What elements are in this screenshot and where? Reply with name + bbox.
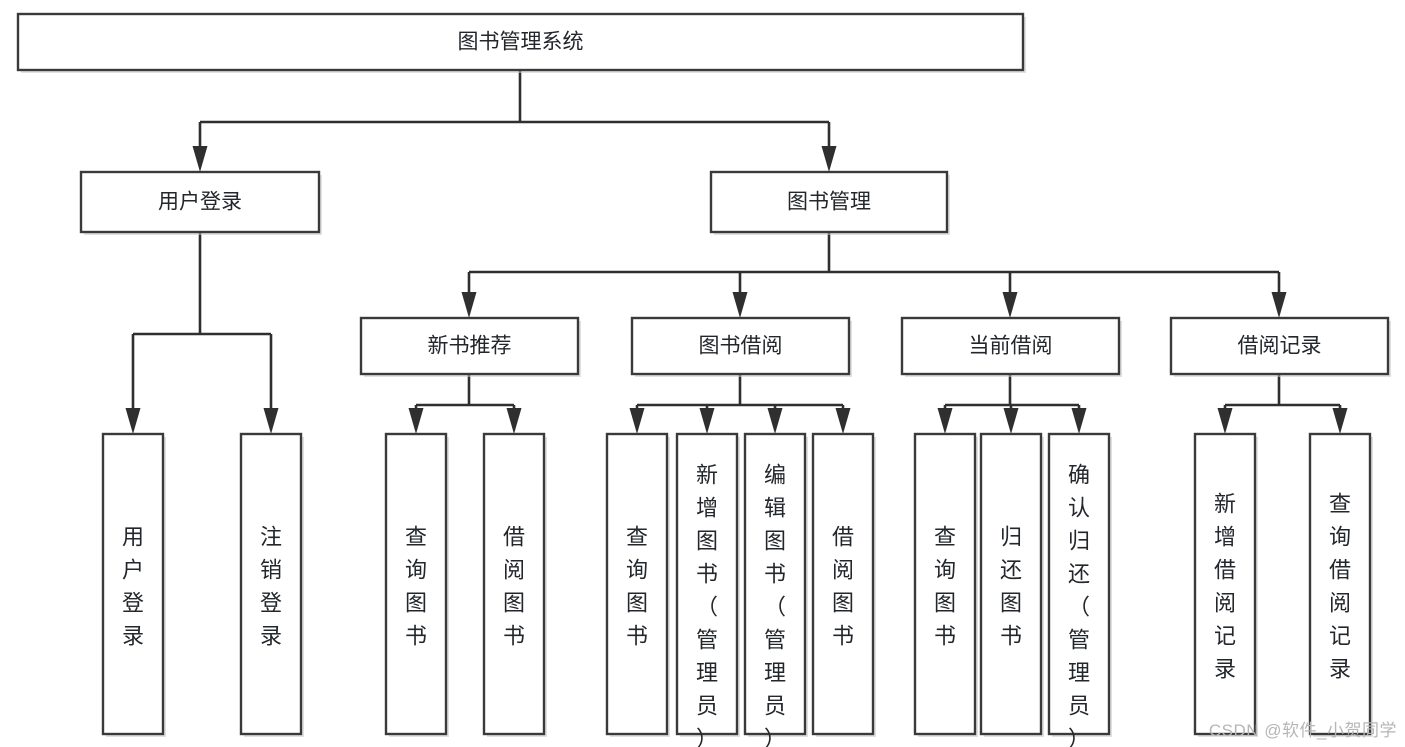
node-leaf-query-book-2[interactable]: 查询图书 [605,432,670,737]
arrow-head-icon [125,408,141,434]
arrow-head-icon [1217,408,1233,434]
node-box[interactable] [979,432,1043,736]
node-label: 借阅图书 [503,524,525,648]
node-user-login[interactable]: 用户登录 [79,170,322,235]
node-box[interactable] [79,170,321,234]
node-label: 借阅图书 [832,524,854,648]
arrow-head-icon [192,146,208,172]
node-box[interactable] [675,432,739,736]
arrow-head-icon [629,408,645,434]
node-leaf-borrow-book-1[interactable]: 借阅图书 [482,432,547,737]
watermark-label: CSDN @软件_小贺同学 [1208,721,1397,740]
node-leaf-logout[interactable]: 注销登录 [239,432,304,737]
connector-group-book-manage [461,232,1287,318]
node-layer: 图书管理系统用户登录图书管理新书推荐图书借阅当前借阅借阅记录用户登录注销登录查询… [16,12,1391,747]
node-label: 图书借阅 [699,335,783,358]
node-label: 查询图书 [405,524,427,648]
node-box[interactable] [913,432,977,736]
node-box[interactable] [1308,432,1372,736]
node-borrow-record[interactable]: 借阅记录 [1169,316,1391,377]
arrow-head-icon [1271,292,1287,318]
node-label: 注销登录 [260,524,282,648]
node-leaf-add-record[interactable]: 新增借阅记录 [1193,432,1258,737]
arrow-head-icon [408,408,424,434]
node-box[interactable] [900,316,1121,376]
node-leaf-edit-book[interactable]: 编辑图书（管理员） [743,432,808,747]
connector-group-user-login [125,232,279,434]
node-label: 用户登录 [158,191,242,214]
node-label: 图书管理 [787,191,871,214]
connector-group-current-borrow [937,374,1087,434]
arrow-head-icon [835,408,851,434]
node-label: 新增图书（管理员） [696,462,718,747]
node-leaf-add-book[interactable]: 新增图书（管理员） [675,432,740,747]
node-label: 确认归还（管理员） [1068,462,1090,747]
arrow-head-icon [821,146,837,172]
connector-group-borrow-record [1217,374,1348,434]
node-box[interactable] [709,170,949,234]
node-label: 新增借阅记录 [1214,491,1236,681]
arrow-head-icon [732,292,748,318]
node-label: 借阅记录 [1238,335,1322,358]
node-leaf-query-book-1[interactable]: 查询图书 [384,432,449,737]
arrow-head-icon [937,408,953,434]
node-root[interactable]: 图书管理系统 [16,12,1026,73]
connector-group-new-book-rec [408,374,522,434]
node-box[interactable] [1047,432,1111,736]
node-label: 查询图书 [626,524,648,648]
node-box[interactable] [743,432,807,736]
connector-layer [125,70,1348,434]
arrow-head-icon [1071,408,1087,434]
node-box[interactable] [482,432,546,736]
node-box[interactable] [630,316,851,376]
connector-group-book-borrow [629,374,851,434]
node-box[interactable] [384,432,448,736]
node-leaf-user-login[interactable]: 用户登录 [101,432,166,737]
node-leaf-borrow-book-2[interactable]: 借阅图书 [811,432,876,737]
arrow-head-icon [263,408,279,434]
node-current-borrow[interactable]: 当前借阅 [900,316,1122,377]
node-leaf-query-book-3[interactable]: 查询图书 [913,432,978,737]
node-box[interactable] [101,432,165,736]
node-label: 图书管理系统 [458,31,584,54]
node-box[interactable] [605,432,669,736]
node-label: 当前借阅 [969,335,1053,358]
node-book-borrow[interactable]: 图书借阅 [630,316,852,377]
node-box[interactable] [1193,432,1257,736]
node-leaf-confirm-return[interactable]: 确认归还（管理员） [1047,432,1112,747]
node-leaf-return-book[interactable]: 归还图书 [979,432,1044,737]
connector-group-root [192,70,837,172]
node-box[interactable] [239,432,303,736]
node-leaf-query-record[interactable]: 查询借阅记录 [1308,432,1373,737]
node-label: 新书推荐 [428,335,512,358]
arrow-head-icon [1003,408,1019,434]
node-label: 编辑图书（管理员） [764,462,786,747]
node-box[interactable] [811,432,875,736]
arrow-head-icon [1332,408,1348,434]
arrow-head-icon [767,408,783,434]
node-book-manage[interactable]: 图书管理 [709,170,950,235]
node-box[interactable] [359,316,580,376]
node-label: 归还图书 [1000,524,1022,648]
arrow-head-icon [699,408,715,434]
node-label: 查询图书 [934,524,956,648]
arrow-head-icon [506,408,522,434]
node-new-book-rec[interactable]: 新书推荐 [359,316,581,377]
node-label: 查询借阅记录 [1329,491,1351,681]
node-box[interactable] [16,12,1025,72]
node-label: 用户登录 [122,524,144,648]
arrow-head-icon [1002,292,1018,318]
node-box[interactable] [1169,316,1390,376]
arrow-head-icon [461,292,477,318]
